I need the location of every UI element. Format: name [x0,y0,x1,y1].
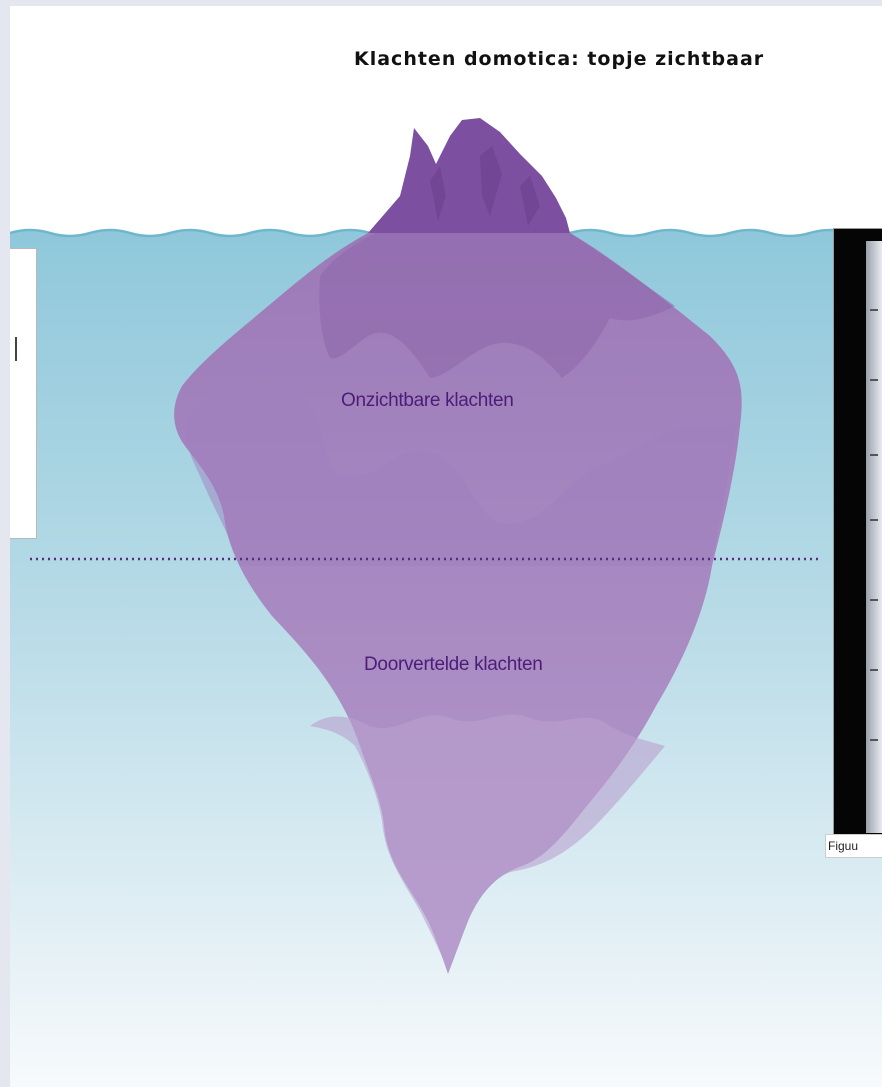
cropped-figure-photo [833,228,882,836]
diagram-canvas: Klachten domotica: topje zichtbaar Onzic… [10,6,882,1087]
label-onzichtbare-klachten: Onzichtbare klachten [341,390,514,412]
label-doorvertelde-klachten: Doorvertelde klachten [364,654,543,676]
photo-tick [870,309,878,311]
photo-tick [870,379,878,381]
diagram-title: Klachten domotica: topje zichtbaar [354,48,764,70]
cropped-side-panel [10,248,37,539]
photo-tick [870,519,878,521]
photo-tick [870,599,878,601]
photo-tick [870,454,878,456]
iceberg-illustration [10,6,882,1087]
iceberg-tip [368,118,570,233]
figure-caption: Figuu [828,839,858,853]
photo-strip [866,241,882,833]
figure-caption-box: Figuu [825,834,882,858]
photo-tick [870,669,878,671]
panel-text-fragment [15,337,17,361]
photo-tick [870,739,878,741]
